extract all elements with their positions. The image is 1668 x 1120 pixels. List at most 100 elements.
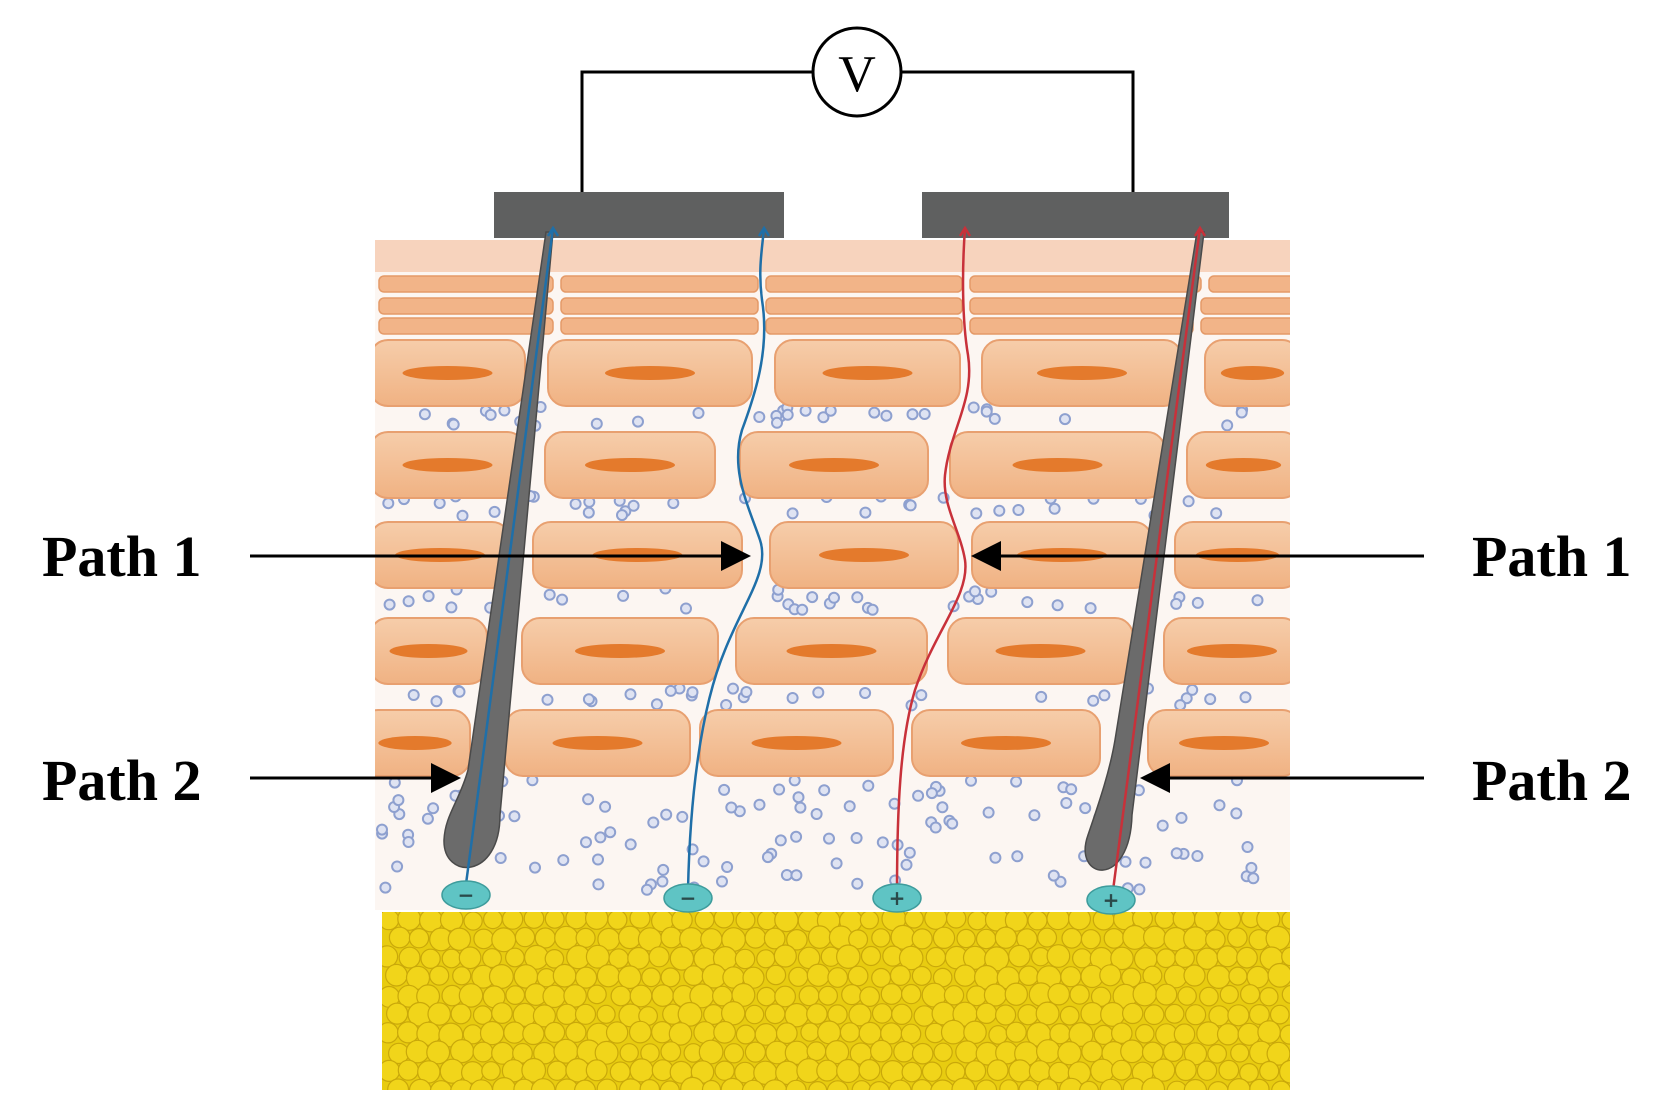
fat-cell bbox=[544, 948, 565, 969]
interstitial-dot bbox=[421, 812, 434, 825]
interstitial-dot bbox=[1119, 855, 1132, 868]
interstitial-dot bbox=[543, 588, 556, 601]
cell-nucleus bbox=[1037, 366, 1127, 380]
fat-cell bbox=[986, 1059, 1009, 1082]
fat-cell bbox=[720, 1077, 745, 1090]
fat-cell bbox=[651, 984, 674, 1007]
interstitial-dot bbox=[906, 408, 919, 421]
interstitial-dot bbox=[904, 499, 917, 512]
fat-cell bbox=[617, 965, 642, 990]
fat-cell bbox=[911, 965, 932, 986]
fat-cell bbox=[869, 1039, 893, 1063]
fat-cell bbox=[429, 1080, 453, 1090]
interstitial-dot bbox=[1012, 504, 1025, 516]
fat-cell bbox=[694, 912, 715, 930]
fat-cell bbox=[1008, 944, 1031, 968]
corneocyte bbox=[969, 275, 1202, 293]
fat-cell bbox=[565, 912, 588, 930]
fat-cell bbox=[610, 985, 632, 1007]
fat-cell bbox=[1008, 1059, 1032, 1083]
interstitial-dot bbox=[664, 684, 677, 697]
fat-cell bbox=[964, 1060, 987, 1082]
interstitial-dot bbox=[850, 832, 863, 844]
fat-cell bbox=[574, 966, 598, 989]
fat-cell bbox=[628, 1020, 652, 1044]
fat-cell bbox=[469, 1079, 494, 1090]
stratum-corneum bbox=[378, 275, 1290, 335]
fat-cell bbox=[1027, 912, 1048, 931]
interstitial-dot bbox=[488, 505, 501, 518]
fat-cell bbox=[618, 1078, 643, 1090]
corneocyte bbox=[969, 297, 1194, 315]
interstitial-dot bbox=[1059, 413, 1071, 426]
fat-cell bbox=[871, 928, 891, 948]
interstitial-dot bbox=[1247, 872, 1260, 885]
cell-nucleus bbox=[1205, 458, 1282, 472]
interstitial-dot bbox=[632, 415, 644, 428]
fat-cell bbox=[943, 985, 965, 1006]
interstitial-dot bbox=[427, 802, 440, 815]
interstitial-dot bbox=[383, 598, 396, 611]
label-path2-left: Path 2 bbox=[42, 748, 202, 813]
fat-cell bbox=[427, 1002, 451, 1026]
fat-cell bbox=[1279, 1024, 1290, 1045]
fat-cell bbox=[605, 1021, 629, 1044]
corneocyte bbox=[969, 317, 1194, 335]
label-path1-right: Path 1 bbox=[1472, 524, 1632, 589]
fat-cell bbox=[556, 1003, 578, 1026]
fat-cell bbox=[1103, 928, 1125, 949]
fat-cell bbox=[1005, 1021, 1027, 1043]
interstitial-dot bbox=[582, 793, 595, 806]
interstitial-dot bbox=[1028, 809, 1041, 822]
fat-cell bbox=[763, 927, 786, 950]
interstitial-dot bbox=[774, 834, 787, 847]
fat-cell bbox=[713, 912, 735, 929]
fat-cell bbox=[756, 986, 777, 1007]
fat-cell bbox=[1017, 1004, 1039, 1026]
interstitial-dot bbox=[402, 836, 415, 848]
fat-cell bbox=[1154, 912, 1175, 929]
interstitial-dot bbox=[876, 836, 889, 849]
fat-cell bbox=[806, 963, 831, 987]
interstitial-dot bbox=[660, 808, 673, 821]
fat-cell bbox=[839, 1022, 861, 1043]
interstitial-dot bbox=[1133, 883, 1146, 896]
fat-cell bbox=[826, 1080, 849, 1090]
interstitial-dot bbox=[382, 497, 395, 510]
fat-cell bbox=[1141, 1077, 1166, 1090]
interstitial-dot bbox=[1079, 802, 1092, 815]
ion-left-intercellular: − bbox=[663, 883, 713, 913]
interstitial-dot bbox=[790, 869, 803, 882]
red-path-intercellular bbox=[895, 227, 971, 894]
fat-cell bbox=[951, 1077, 976, 1090]
corneocyte bbox=[560, 317, 759, 335]
fat-cell bbox=[911, 1079, 933, 1090]
fat-cell bbox=[472, 1041, 494, 1063]
interstitial-dot bbox=[946, 817, 959, 830]
interstitial-dot bbox=[418, 408, 431, 421]
interstitial-dot bbox=[1245, 861, 1258, 874]
interstitial-dot bbox=[824, 404, 837, 417]
interstitial-dot bbox=[1156, 819, 1169, 832]
fat-cell bbox=[911, 928, 933, 950]
interstitial-dot bbox=[1174, 699, 1187, 712]
fat-cell bbox=[405, 1039, 430, 1064]
fat-cell bbox=[713, 1020, 736, 1044]
fat-cell bbox=[641, 967, 661, 988]
interstitial-dot bbox=[569, 497, 582, 510]
fat-cell bbox=[930, 1079, 955, 1090]
fat-cell bbox=[1217, 912, 1242, 931]
fat-cell bbox=[999, 1079, 1019, 1090]
fat-cell bbox=[1081, 1040, 1103, 1063]
fat-cell bbox=[1132, 981, 1158, 1007]
interstitial-dot bbox=[402, 595, 415, 608]
interstitial-dot bbox=[781, 408, 794, 421]
fat-cell bbox=[619, 1043, 639, 1063]
fat-cell bbox=[1227, 1078, 1251, 1090]
interstitial-dot bbox=[617, 589, 630, 602]
fat-cell bbox=[388, 926, 411, 949]
interstitial-dot bbox=[604, 826, 617, 839]
cell-nucleus bbox=[995, 644, 1086, 658]
fat-cell bbox=[848, 1003, 872, 1027]
fat-cell bbox=[808, 1081, 828, 1090]
